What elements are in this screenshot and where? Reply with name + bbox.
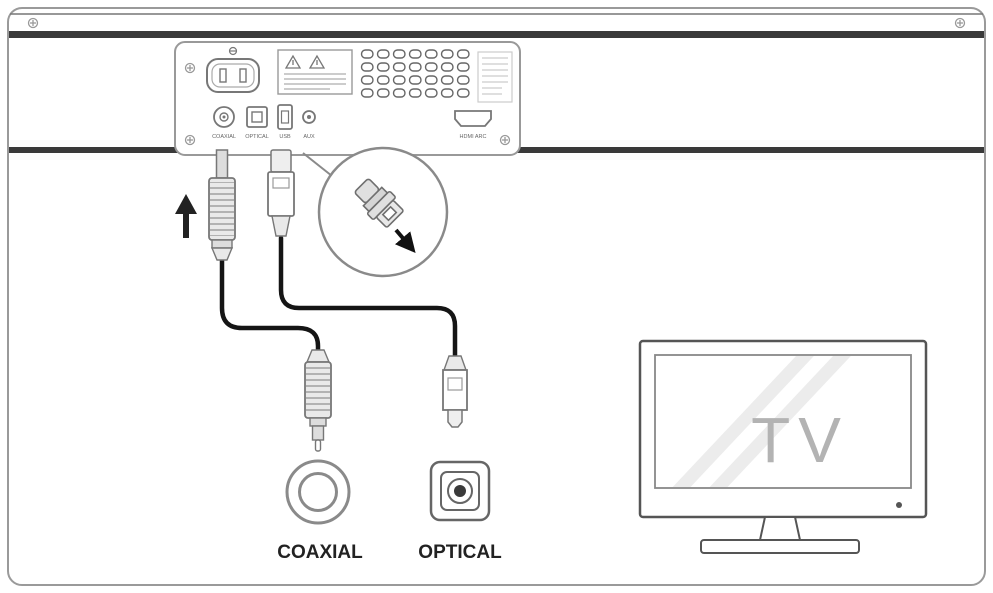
rca-plug-bottom bbox=[304, 349, 332, 452]
optical-plug-top-body bbox=[267, 171, 295, 217]
optical-plug-top-tip bbox=[270, 149, 292, 173]
rca-plug-top-collar bbox=[211, 239, 233, 249]
coax-end-ring bbox=[285, 459, 351, 525]
rca-plug-top-boot bbox=[210, 247, 234, 261]
rca-plug-bottom-barrel bbox=[311, 425, 325, 441]
port-aux-label: AUX bbox=[303, 134, 315, 140]
tv: TV bbox=[638, 339, 928, 554]
tv-label: TV bbox=[751, 404, 849, 476]
port-optical: OPTICAL bbox=[245, 106, 269, 140]
port-coaxial-label: COAXIAL bbox=[212, 134, 236, 140]
screw-icon bbox=[27, 17, 39, 29]
tv-stand-base bbox=[700, 539, 860, 554]
magnifier-connector-hole bbox=[381, 205, 398, 222]
rca-plug-bottom-collar bbox=[309, 417, 327, 427]
spec-label-lines bbox=[482, 57, 508, 95]
tv-stand-neck bbox=[758, 516, 802, 541]
port-usb-label: USB bbox=[279, 134, 291, 140]
screw-icon bbox=[954, 17, 966, 29]
port-usb: USB bbox=[277, 104, 293, 140]
insert-arrow-icon bbox=[394, 228, 416, 254]
power-inlet-inner bbox=[211, 63, 255, 88]
magnifier bbox=[317, 146, 449, 278]
warning-text-lines bbox=[284, 73, 346, 90]
tv-power-led bbox=[896, 502, 902, 508]
optical-cable bbox=[278, 235, 458, 359]
label-optical: OPTICAL bbox=[418, 542, 502, 563]
soundbar-band-top bbox=[9, 31, 984, 38]
rca-plug-top-ridges bbox=[210, 182, 234, 236]
optical-plug-top-boot bbox=[271, 215, 291, 237]
port-optical-label: OPTICAL bbox=[245, 134, 269, 140]
power-inlet-pin bbox=[219, 68, 227, 83]
vent-grille bbox=[360, 48, 472, 100]
rca-plug-top-barrel bbox=[215, 149, 229, 179]
magnifier-connector bbox=[354, 178, 404, 228]
optical-plug-bottom-tip bbox=[447, 409, 463, 428]
power-inlet-pin bbox=[239, 68, 247, 83]
tv-gloss bbox=[672, 356, 851, 487]
warning-label-outline bbox=[277, 49, 353, 95]
port-hdmi-label: HDMI ARC bbox=[460, 134, 487, 140]
port-coaxial: COAXIAL bbox=[212, 106, 236, 140]
screw-icon bbox=[499, 134, 511, 146]
rca-plug-bottom-pin bbox=[314, 439, 322, 452]
power-inlet-outline bbox=[206, 58, 260, 93]
screw-icon bbox=[184, 62, 196, 74]
rca-plug-bottom-ridges bbox=[306, 366, 330, 414]
optical-plug-top-window bbox=[272, 177, 290, 189]
rca-plug-top bbox=[208, 149, 236, 261]
port-aux: AUX bbox=[302, 110, 316, 140]
optical-plug-bottom bbox=[442, 355, 468, 428]
label-coaxial: COAXIAL bbox=[277, 542, 363, 563]
up-arrow-icon bbox=[175, 194, 197, 238]
port-hdmi: HDMI ARC bbox=[454, 110, 492, 140]
callout-leader-line bbox=[302, 152, 333, 177]
coax-end-ring-inner bbox=[298, 472, 338, 512]
rear-panel: COAXIAL OPTICAL USB AUX HDMI ARC bbox=[174, 41, 521, 156]
power-inlet bbox=[206, 46, 260, 93]
warning-label bbox=[277, 49, 353, 95]
warning-triangle-icon bbox=[308, 54, 326, 69]
spec-label bbox=[477, 51, 513, 103]
optical-port-view bbox=[429, 460, 491, 522]
optical-port-view-dot bbox=[454, 485, 466, 497]
screw-icon bbox=[184, 134, 196, 146]
optical-plug-bottom-window bbox=[447, 377, 463, 391]
optical-plug-top bbox=[267, 149, 295, 237]
coaxial-cable bbox=[219, 255, 321, 355]
warning-triangle-icon bbox=[284, 54, 302, 69]
